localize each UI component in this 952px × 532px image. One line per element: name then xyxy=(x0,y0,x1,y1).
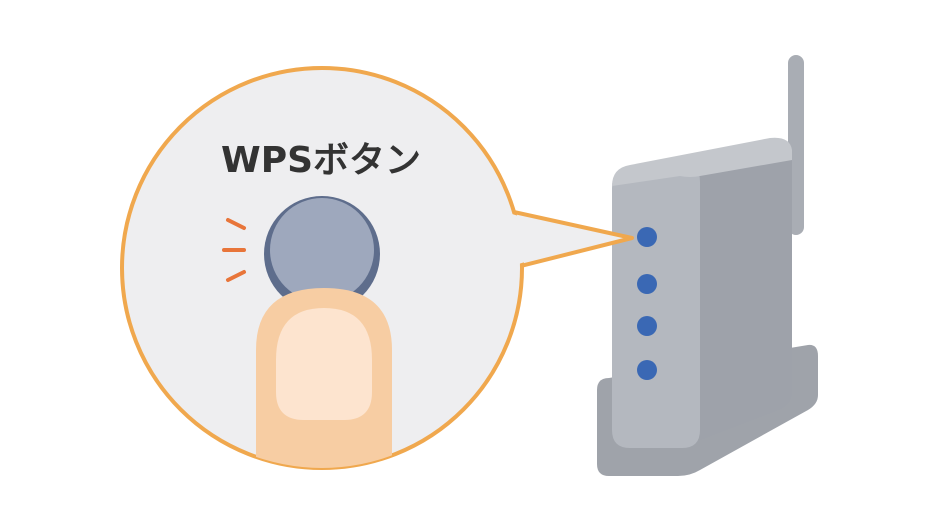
press-indicator-icon xyxy=(222,218,246,282)
router-icon xyxy=(597,55,818,476)
router-front xyxy=(612,162,700,448)
router-top xyxy=(612,137,792,186)
wps-button-icon xyxy=(264,196,380,312)
led-indicator xyxy=(637,360,657,380)
router-side xyxy=(690,139,792,441)
led-indicator xyxy=(637,227,657,247)
fingernail xyxy=(276,308,372,420)
led-indicator xyxy=(637,274,657,294)
callout-title: WPSボタン xyxy=(221,140,421,181)
finger-icon xyxy=(256,288,392,468)
led-indicator xyxy=(637,316,657,336)
router-leds xyxy=(637,227,657,380)
callout-bubble: WPSボタン xyxy=(120,66,634,470)
